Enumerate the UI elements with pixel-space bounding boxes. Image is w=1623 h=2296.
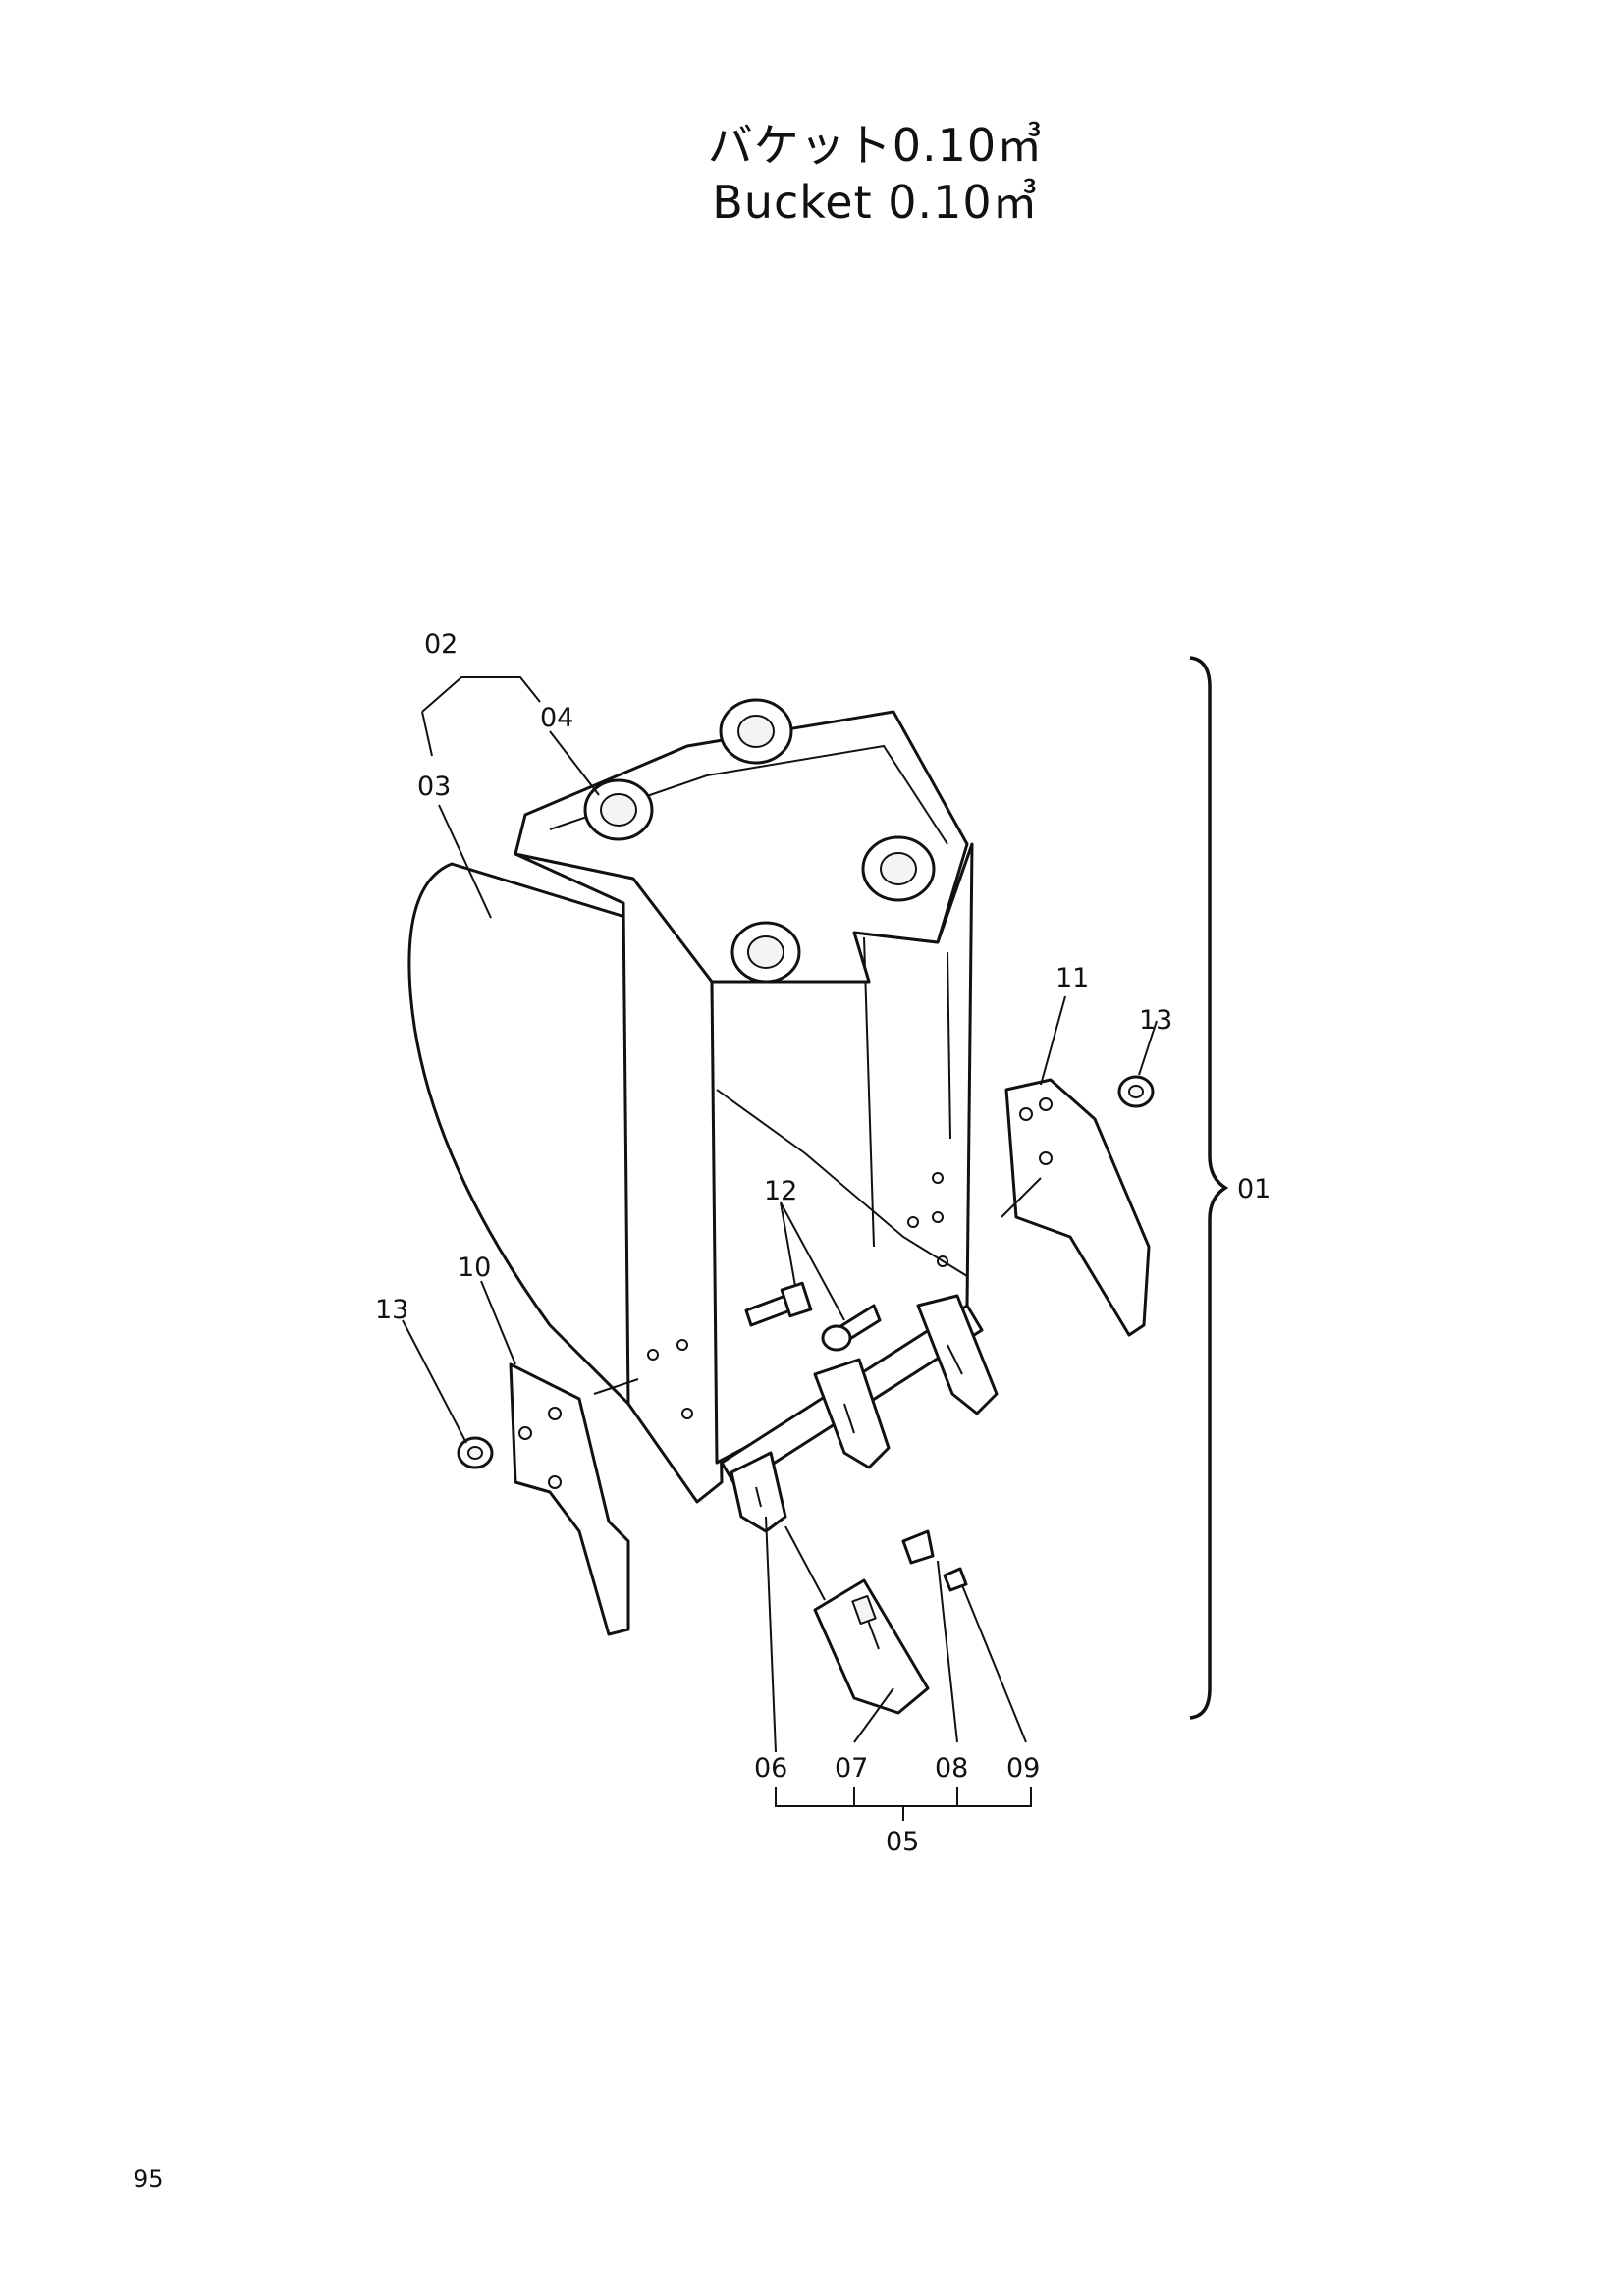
callout-13-right: 13	[1139, 1005, 1172, 1036]
tooth-pin	[901, 1529, 935, 1565]
assembly-bracket-01	[1189, 656, 1229, 1720]
side-cutter-right	[1004, 1078, 1151, 1337]
callout-09: 09	[1006, 1753, 1040, 1784]
boss-pin-lower-right	[861, 835, 936, 902]
bucket-tooth-left	[730, 1451, 787, 1533]
bucket-tooth-middle	[813, 1358, 891, 1469]
top-bracket	[514, 710, 969, 984]
bucket-tooth-right	[916, 1294, 999, 1415]
title-english: Bucket 0.10㎥	[712, 176, 1039, 229]
tooth-lock	[943, 1567, 968, 1592]
callout-07: 07	[835, 1753, 868, 1784]
callout-12: 12	[764, 1176, 797, 1206]
boss-pin-upper-right	[719, 698, 793, 765]
callout-08: 08	[935, 1753, 968, 1784]
callout-01: 01	[1237, 1174, 1271, 1204]
callout-06: 06	[754, 1753, 787, 1784]
boss-pin-upper-left	[583, 778, 654, 841]
nut-left	[457, 1436, 494, 1469]
nut-right	[1117, 1075, 1155, 1108]
bucket-shell	[407, 862, 630, 1406]
bucket-seam	[863, 936, 875, 1248]
callout-02: 02	[424, 629, 458, 660]
leader-lines	[402, 676, 1158, 1821]
callout-04: 04	[540, 703, 573, 733]
callout-03: 03	[417, 772, 451, 802]
bucket-floor	[716, 1089, 968, 1277]
callout-11: 11	[1055, 963, 1089, 993]
boss-pin-lower-left	[730, 921, 801, 984]
callout-05: 05	[886, 1827, 919, 1857]
callout-13-left: 13	[375, 1295, 408, 1325]
callout-10: 10	[458, 1253, 491, 1283]
bolt-lower	[821, 1304, 882, 1352]
bolt-upper	[744, 1281, 813, 1327]
tooth-point	[813, 1578, 930, 1715]
title-japanese: バケット0.10㎥	[707, 119, 1044, 172]
bolt-holes	[647, 1172, 948, 1419]
side-cutter-left	[509, 1362, 630, 1636]
bucket-rib	[947, 951, 951, 1140]
page-number: 95	[134, 2165, 164, 2193]
